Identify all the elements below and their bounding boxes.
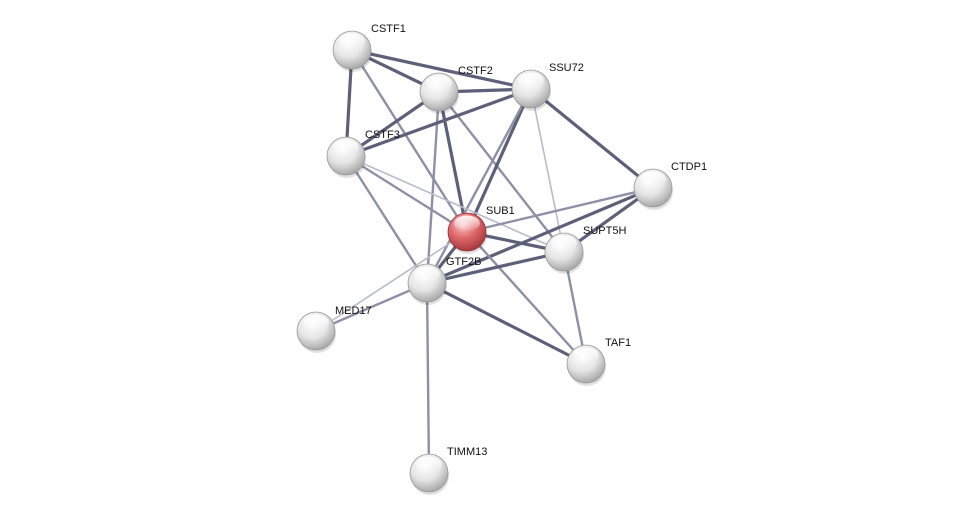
- node-ctdp1[interactable]: CTDP1: [633, 161, 707, 210]
- node-supt5h[interactable]: SUPT5H: [544, 225, 626, 274]
- node-highlight: [414, 266, 440, 283]
- node-label-cstf3: CSTF3: [365, 129, 400, 141]
- edges-layer: [314, 48, 655, 475]
- node-highlight: [518, 72, 544, 89]
- node-highlight: [454, 215, 480, 232]
- node-cstf2[interactable]: CSTF2: [419, 65, 493, 114]
- edge-ctdp1-gtf2b[interactable]: [425, 186, 655, 285]
- node-label-supt5h: SUPT5H: [583, 225, 626, 237]
- node-taf1[interactable]: TAF1: [566, 337, 631, 386]
- edge-gtf2b-taf1[interactable]: [425, 281, 588, 366]
- edge-ssu72-supt5h[interactable]: [530, 88, 565, 253]
- node-cstf3[interactable]: CSTF3: [326, 129, 400, 178]
- node-highlight: [333, 139, 359, 156]
- node-label-gtf2b: GTF2B: [446, 256, 481, 268]
- node-label-cstf2: CSTF2: [458, 65, 493, 77]
- edge-cstf2-sub1[interactable]: [437, 90, 469, 234]
- edge-cstf3-sub1[interactable]: [344, 154, 469, 234]
- node-label-ctdp1: CTDP1: [671, 161, 707, 173]
- node-highlight: [573, 347, 599, 364]
- node-label-ssu72: SSU72: [549, 62, 584, 74]
- edge-gtf2b-timm13[interactable]: [425, 281, 431, 475]
- edge-ssu72-ctdp1[interactable]: [529, 87, 655, 190]
- edge-cstf2-supt5h[interactable]: [437, 90, 566, 254]
- node-label-med17: MED17: [335, 305, 372, 317]
- edge-ssu72-sub1[interactable]: [465, 87, 533, 234]
- node-highlight: [303, 314, 329, 331]
- node-label-cstf1: CSTF1: [371, 23, 406, 35]
- node-highlight: [339, 33, 365, 50]
- edge-cstf1-ssu72[interactable]: [350, 48, 533, 91]
- node-ssu72[interactable]: SSU72: [511, 62, 584, 111]
- node-label-taf1: TAF1: [605, 337, 631, 349]
- edge-cstf3-gtf2b[interactable]: [344, 154, 429, 285]
- node-med17[interactable]: MED17: [296, 305, 372, 353]
- edge-ctdp1-sub1[interactable]: [465, 186, 655, 234]
- node-label-timm13: TIMM13: [447, 446, 487, 458]
- node-label-sub1: SUB1: [486, 205, 515, 217]
- edge-supt5h-gtf2b[interactable]: [425, 250, 566, 285]
- edge-sub1-taf1[interactable]: [465, 230, 588, 366]
- node-highlight: [426, 75, 452, 92]
- edge-gtf2b-med17[interactable]: [314, 281, 429, 333]
- node-sub1[interactable]: SUB1: [447, 205, 515, 254]
- node-timm13[interactable]: TIMM13: [409, 446, 487, 495]
- node-highlight: [640, 171, 666, 188]
- node-gtf2b[interactable]: GTF2B: [407, 256, 481, 305]
- edge-ssu72-cstf3[interactable]: [344, 87, 533, 158]
- edge-cstf3-supt5h[interactable]: [345, 155, 565, 253]
- edge-ssu72-gtf2b[interactable]: [425, 87, 533, 285]
- edge-sub1-med17[interactable]: [315, 231, 468, 332]
- node-highlight: [416, 456, 442, 473]
- node-cstf1[interactable]: CSTF1: [332, 23, 406, 72]
- node-highlight: [551, 235, 577, 252]
